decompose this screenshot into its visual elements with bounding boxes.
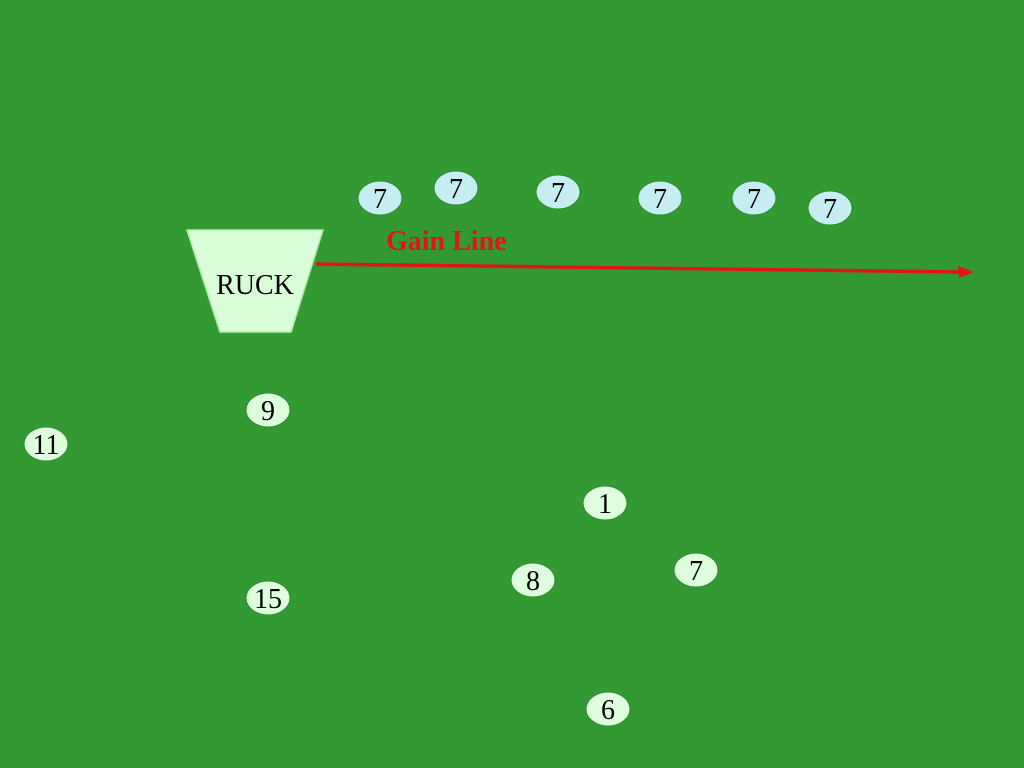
- player-token-shape: [433, 170, 479, 206]
- gain-line-label: Gain Line: [386, 226, 507, 257]
- defender-token: 7: [535, 174, 581, 210]
- player-number: 7: [747, 184, 761, 215]
- ruck-label: RUCK: [216, 270, 294, 301]
- defender-token: 7: [731, 180, 777, 216]
- player-number: 7: [823, 194, 837, 225]
- ruck-shape: [185, 229, 325, 333]
- player-number: 1: [598, 489, 612, 520]
- defender-token: 7: [357, 180, 403, 216]
- player-token-shape: [585, 691, 631, 727]
- player-number: 6: [601, 695, 615, 726]
- player-number: 7: [689, 556, 703, 587]
- player-token-shape: [245, 580, 291, 616]
- defensive-line: 7 7 7 7 7 7: [357, 170, 853, 226]
- ruck: RUCK: [185, 229, 325, 333]
- defender-token: 7: [637, 180, 683, 216]
- defender-token: 7: [433, 170, 479, 206]
- player-number: 9: [261, 396, 275, 427]
- attacker-token: 7: [673, 552, 719, 588]
- player-number: 7: [551, 178, 565, 209]
- attacker-token: 1: [582, 485, 628, 521]
- player-token-shape: [245, 392, 291, 428]
- player-token-shape: [637, 180, 683, 216]
- player-number: 11: [33, 430, 60, 461]
- player-token-shape: [582, 485, 628, 521]
- gain-line: Gain Line: [315, 226, 974, 278]
- gain-line-stroke: [315, 262, 963, 274]
- attacking-players: 9 11 1 8 7 15 6: [23, 392, 719, 727]
- player-token-shape: [357, 180, 403, 216]
- player-number: 7: [373, 184, 387, 215]
- player-token-shape: [535, 174, 581, 210]
- player-token-shape: [807, 190, 853, 226]
- defender-token: 7: [807, 190, 853, 226]
- attacker-token: 11: [23, 426, 69, 462]
- player-token-shape: [510, 562, 556, 598]
- player-number: 8: [526, 566, 540, 597]
- attacker-token: 15: [245, 580, 291, 616]
- player-token-shape: [731, 180, 777, 216]
- player-number: 7: [449, 174, 463, 205]
- arrow-right-icon: [958, 266, 974, 278]
- attacker-token: 9: [245, 392, 291, 428]
- attacker-token: 6: [585, 691, 631, 727]
- player-number: 7: [653, 184, 667, 215]
- player-token-shape: [673, 552, 719, 588]
- player-token-shape: [23, 426, 69, 462]
- attacker-token: 8: [510, 562, 556, 598]
- player-number: 15: [254, 584, 282, 615]
